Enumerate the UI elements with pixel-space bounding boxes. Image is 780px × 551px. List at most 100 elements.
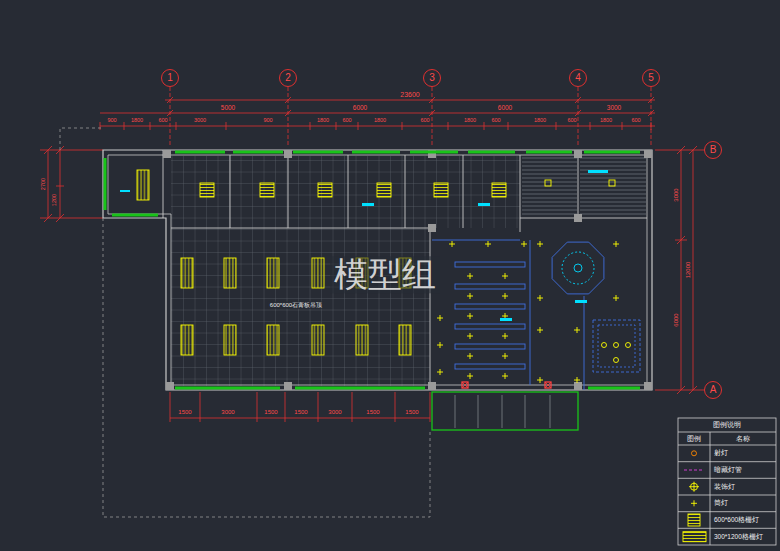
cyan-fixtures xyxy=(575,300,587,303)
legend-table xyxy=(678,418,776,545)
dimension-lines xyxy=(167,110,654,116)
corridor-ceiling xyxy=(552,242,604,294)
dimension: 5000 xyxy=(221,104,235,111)
windows xyxy=(105,152,640,388)
legend-text: 暗藏灯管 xyxy=(714,466,742,473)
columns xyxy=(428,224,436,232)
ceiling-grid xyxy=(171,156,520,228)
dimension: 3000 xyxy=(607,104,621,111)
downlights xyxy=(437,241,619,383)
site-boundary xyxy=(60,128,430,517)
dimension: 1800 xyxy=(374,117,386,123)
corridor-ceiling xyxy=(593,320,640,372)
dimension: 1500 xyxy=(405,409,418,416)
ceiling-grid xyxy=(522,156,577,217)
axis-bubble: B xyxy=(704,141,722,159)
dimension-lines xyxy=(170,392,430,422)
ceiling-grid xyxy=(580,156,646,217)
grille-lights xyxy=(318,183,332,197)
columns xyxy=(644,150,652,158)
grille-lights xyxy=(399,325,411,355)
axis-bubble: 1 xyxy=(161,69,179,87)
grille-lights xyxy=(181,325,193,355)
legend-symbols xyxy=(683,532,706,542)
grille-lights xyxy=(137,170,149,200)
dimension: 600 xyxy=(158,117,167,123)
legend-symbols xyxy=(688,514,700,526)
dimension: 1500 xyxy=(294,409,307,416)
legend-text: 装饰灯 xyxy=(714,483,735,490)
legend-table xyxy=(678,418,776,545)
dimension: 900 xyxy=(263,117,272,123)
dimension-lines xyxy=(170,87,651,146)
grille-lights xyxy=(434,183,448,197)
ceiling-grid xyxy=(171,228,430,386)
walls xyxy=(103,150,652,390)
columns xyxy=(163,150,171,158)
downlights xyxy=(602,343,607,348)
grille-lights xyxy=(267,325,279,355)
axis-label: 3 xyxy=(429,73,435,83)
legend-text: 300*1200格栅灯 xyxy=(714,533,763,540)
legend-symbols xyxy=(689,482,699,507)
legend-text: 射灯 xyxy=(714,450,728,457)
dimension: 600 xyxy=(342,117,351,123)
dimension: 3000 xyxy=(328,409,341,416)
columns xyxy=(284,150,292,158)
dimension: 1800 xyxy=(534,117,546,123)
site-boundary xyxy=(60,128,430,517)
dimension: 1500 xyxy=(366,409,379,416)
columns xyxy=(574,214,582,222)
axis-label: 4 xyxy=(575,73,581,83)
dimension: 1800 xyxy=(317,117,329,123)
legend-symbols xyxy=(684,470,704,471)
entrance xyxy=(432,392,578,430)
legend-header: 名称 xyxy=(736,435,750,442)
legend-header: 图例 xyxy=(687,435,701,442)
dimension-lines xyxy=(100,122,651,130)
ceiling-grid xyxy=(171,156,646,386)
downlights xyxy=(614,343,619,348)
grille-lights xyxy=(377,183,391,197)
cyan-fixtures xyxy=(588,170,608,173)
axis-bubble: 3 xyxy=(423,69,441,87)
cyan-fixtures xyxy=(478,203,490,206)
corridor-ceiling xyxy=(455,324,525,329)
dimension: 1800 xyxy=(464,117,476,123)
axis-bubble: 5 xyxy=(642,69,660,87)
corridor-ceiling xyxy=(574,264,582,272)
columns xyxy=(284,382,292,390)
grille-lights xyxy=(181,258,193,288)
dimension-lines xyxy=(100,100,655,126)
legend-table xyxy=(678,432,776,545)
cyan-fixtures xyxy=(500,318,512,321)
downlights xyxy=(614,358,619,363)
cyan-fixtures xyxy=(120,170,608,321)
walls xyxy=(163,150,647,390)
grille-lights xyxy=(609,180,615,186)
dimension: 6000 xyxy=(353,104,367,111)
watermark: 模型组 xyxy=(330,256,440,293)
walls xyxy=(108,155,647,385)
walls xyxy=(103,150,652,390)
corridor-ceiling xyxy=(432,240,584,390)
dimension: 600 xyxy=(491,117,500,123)
grille-lights xyxy=(356,325,368,355)
grille-lights xyxy=(312,258,324,288)
legend-symbols xyxy=(683,451,706,542)
columns xyxy=(428,382,436,390)
legend-symbols xyxy=(692,451,697,456)
dimension: 2700 xyxy=(40,178,46,190)
axis-bubble: A xyxy=(704,381,722,399)
corridor-ceiling xyxy=(455,304,525,309)
corridor-ceiling xyxy=(455,262,525,267)
dimension-lines xyxy=(655,146,704,394)
grille-lights xyxy=(224,258,236,288)
dimension: 1500 xyxy=(264,409,277,416)
grille-lights xyxy=(312,325,324,355)
axis-bubble: 4 xyxy=(569,69,587,87)
dimension: 600 xyxy=(420,117,429,123)
dimension: 1800 xyxy=(600,117,612,123)
columns xyxy=(166,382,174,390)
dimension: 1500 xyxy=(178,409,191,416)
